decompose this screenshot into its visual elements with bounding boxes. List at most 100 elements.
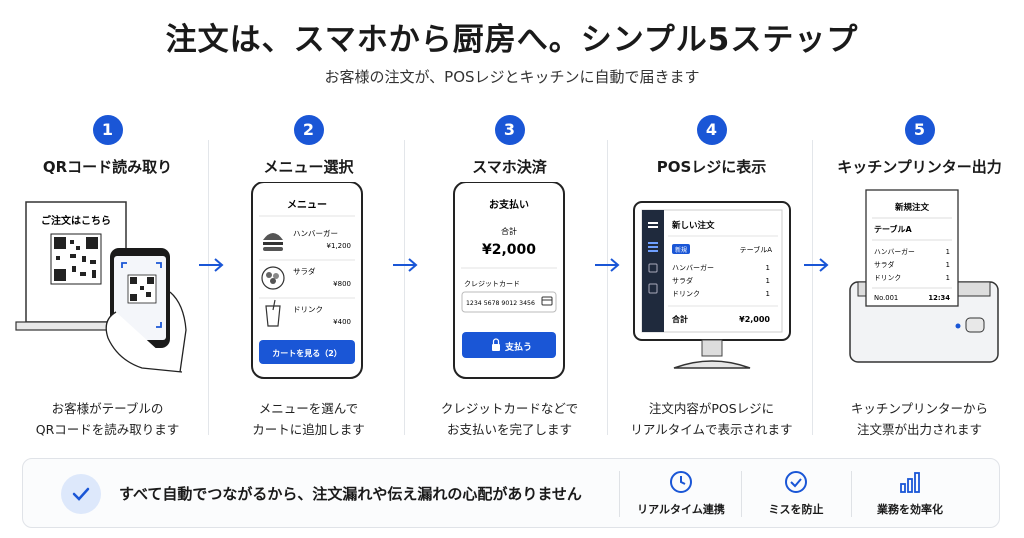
menu-item-price: ¥400 <box>333 318 351 326</box>
feature-realtime: リアルタイム連携 <box>626 469 736 523</box>
step-description: クレジットカードなどで お支払いを完了します <box>408 398 611 440</box>
feature-error-prevention: ミスを防止 <box>741 469 851 523</box>
desc-line: お支払いを完了します <box>446 422 572 437</box>
pos-item-qty: 1 <box>766 277 770 285</box>
step-divider <box>812 140 813 435</box>
step-title: POSレジに表示 <box>656 158 767 176</box>
pos-total-value: ¥2,000 <box>739 315 770 324</box>
salad-icon <box>261 266 285 290</box>
step-3: 3 スマホ決済 お支払い 合計 ¥2,000 クレジットカード 1234 567… <box>408 110 611 440</box>
step-number: 2 <box>293 115 324 145</box>
step-title: メニュー選択 <box>263 158 354 176</box>
ticket-time: 12:34 <box>928 294 950 302</box>
pos-header: 新しい注文 <box>672 220 715 231</box>
step-description: キッチンプリンターから 注文票が出力されます <box>818 398 1021 440</box>
step-number: 5 <box>904 115 935 145</box>
pay-button[interactable] <box>462 332 556 358</box>
ticket-item-qty: 1 <box>946 248 950 256</box>
document-icon <box>648 283 658 294</box>
arrow-right-icon <box>804 258 829 272</box>
step-number: 4 <box>696 115 727 145</box>
feature-label: リアルタイム連携 <box>637 503 725 516</box>
footer-divider <box>619 471 620 517</box>
footer-divider <box>851 471 852 517</box>
arrow-right-icon <box>595 258 620 272</box>
menu-item-price: ¥800 <box>333 280 351 288</box>
steps-container: 1 QRコード読み取り ご注文はこちら <box>0 110 1024 440</box>
pos-item-qty: 1 <box>766 264 770 272</box>
lock-icon <box>492 338 500 351</box>
qr-code-icon <box>50 233 102 285</box>
menu-phone-illustration: メニュー ハンバーガー ¥1,200 サラダ ¥800 <box>251 182 363 379</box>
payment-phone-illustration: お支払い 合計 ¥2,000 クレジットカード 1234 5678 9012 3… <box>453 182 565 379</box>
desc-line: カートに追加します <box>252 422 365 437</box>
total-label: 合計 <box>501 226 517 236</box>
receipt-icon <box>648 263 658 273</box>
printer-button[interactable] <box>965 317 985 333</box>
card-number-field[interactable] <box>461 291 557 313</box>
burger-icon <box>263 233 283 251</box>
pos-item-name: サラダ <box>672 276 693 285</box>
desc-line: 注文票が出力されます <box>856 422 982 437</box>
ticket-order-no: No.001 <box>874 294 898 302</box>
payment-header: お支払い <box>489 198 529 211</box>
cart-button-label: カートを見る（2） <box>272 348 342 358</box>
qr-scan-illustration: ご注文はこちら <box>15 201 187 373</box>
desc-line: QRコードを読み取ります <box>35 422 180 437</box>
step-title: QRコード読み取り <box>42 158 173 176</box>
ticket-item-name: ドリンク <box>874 274 901 282</box>
ticket-item-qty: 1 <box>946 261 950 269</box>
page-subtitle: お客様の注文が、POSレジとキッチンに自動で届きます <box>324 68 700 86</box>
pos-item-qty: 1 <box>766 290 770 298</box>
kitchen-printer-illustration: 新規注文 テーブルA ハンバーガー 1 サラダ 1 ドリンク 1 No.001 … <box>849 189 999 363</box>
card-number: 1234 5678 9012 3456 <box>466 300 535 307</box>
menu-item-price: ¥1,200 <box>327 242 352 250</box>
step-title: スマホ決済 <box>472 158 547 176</box>
order-ticket <box>865 189 959 307</box>
desc-line: 注文内容がPOSレジに <box>648 401 775 416</box>
footer-message: すべて自動でつながるから、注文漏れや伝え漏れの心配がありません <box>119 485 582 503</box>
drink-icon <box>265 299 281 327</box>
ticket-item-name: サラダ <box>874 260 895 269</box>
step-divider <box>607 140 608 435</box>
step-5: 5 キッチンプリンター出力 新規注文 テーブルA ハンバーガー 1 サラダ 1 … <box>818 110 1021 440</box>
desc-line: お客様がテーブルの <box>51 401 164 416</box>
clock-icon <box>670 471 692 493</box>
desc-line: クレジットカードなどで <box>440 401 579 416</box>
step-4: 4 POSレジに表示 新しい注文 新規 テーブルA ハンバーガー 1 サラダ 1 <box>610 110 813 440</box>
menu-icon <box>648 242 658 252</box>
ticket-header: 新規注文 <box>895 202 930 213</box>
ticket-item-name: ハンバーガー <box>874 247 915 256</box>
ticket-item-qty: 1 <box>946 274 950 282</box>
menu-item-name: ドリンク <box>293 305 323 314</box>
step-divider <box>208 140 209 435</box>
pos-table: テーブルA <box>740 245 773 254</box>
arrow-right-icon <box>199 258 224 272</box>
pos-item-name: ドリンク <box>672 290 700 298</box>
step-title: キッチンプリンター出力 <box>837 158 1002 176</box>
status-led <box>955 323 961 329</box>
feature-label: 業務を効率化 <box>877 503 943 516</box>
cart-button[interactable] <box>259 340 355 364</box>
credit-card-icon <box>541 296 553 306</box>
step-description: お客様がテーブルの QRコードを読み取ります <box>6 398 209 440</box>
arrow-right-icon <box>393 258 418 272</box>
pos-total-label: 合計 <box>671 314 688 324</box>
feature-label: ミスを防止 <box>768 503 824 516</box>
pos-terminal-illustration: 新しい注文 新規 テーブルA ハンバーガー 1 サラダ 1 ドリンク 1 合計 … <box>633 201 791 369</box>
step-description: 注文内容がPOSレジに リアルタイムで表示されます <box>610 398 813 440</box>
step-number: 3 <box>494 115 525 145</box>
step-divider <box>404 140 405 435</box>
step-number: 1 <box>92 115 123 145</box>
pay-button-label: 支払う <box>504 341 532 353</box>
menu-header: メニュー <box>287 199 327 211</box>
check-icon <box>61 474 101 514</box>
qr-sign-text: ご注文はこちら <box>41 214 111 227</box>
footer-divider <box>741 471 742 517</box>
desc-line: メニューを選んで <box>258 401 359 416</box>
bar-chart-icon <box>900 472 920 493</box>
step-2: 2 メニュー選択 メニュー ハンバーガー ¥1,200 サラダ ¥800 <box>207 110 410 440</box>
step-description: メニューを選んで カートに追加します <box>207 398 410 440</box>
desc-line: キッチンプリンターから <box>850 401 989 416</box>
check-circle-icon <box>785 471 807 493</box>
